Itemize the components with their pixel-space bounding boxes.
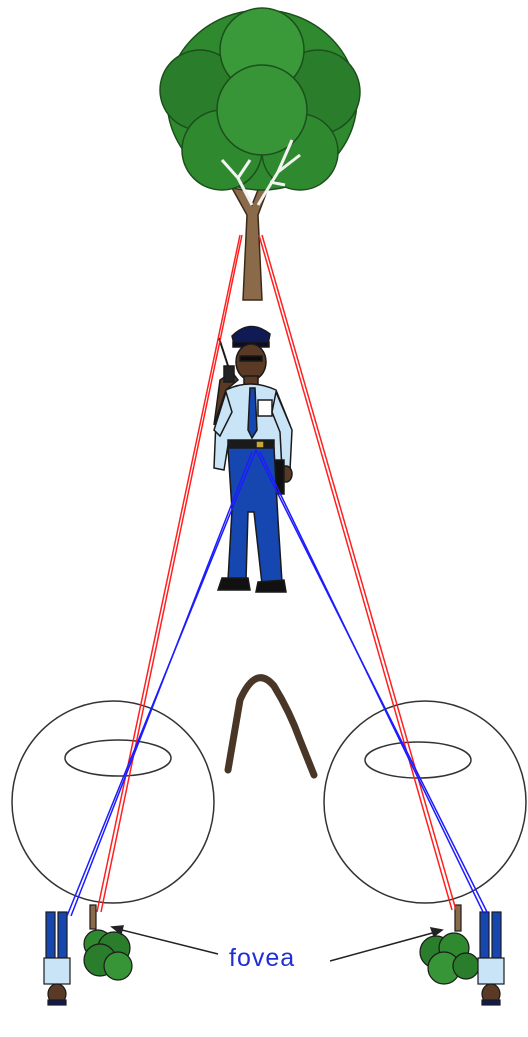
nose-icon	[228, 678, 314, 775]
tree-icon	[160, 8, 360, 300]
fovea-label: fovea	[229, 946, 295, 971]
tree-canopy	[160, 8, 360, 190]
right-retinal-image	[420, 905, 504, 1005]
fovea-arrowhead-right	[431, 928, 442, 936]
fovea-arrow-left	[118, 929, 218, 954]
left-retinal-image	[44, 905, 132, 1005]
tree-trunk	[232, 180, 270, 300]
